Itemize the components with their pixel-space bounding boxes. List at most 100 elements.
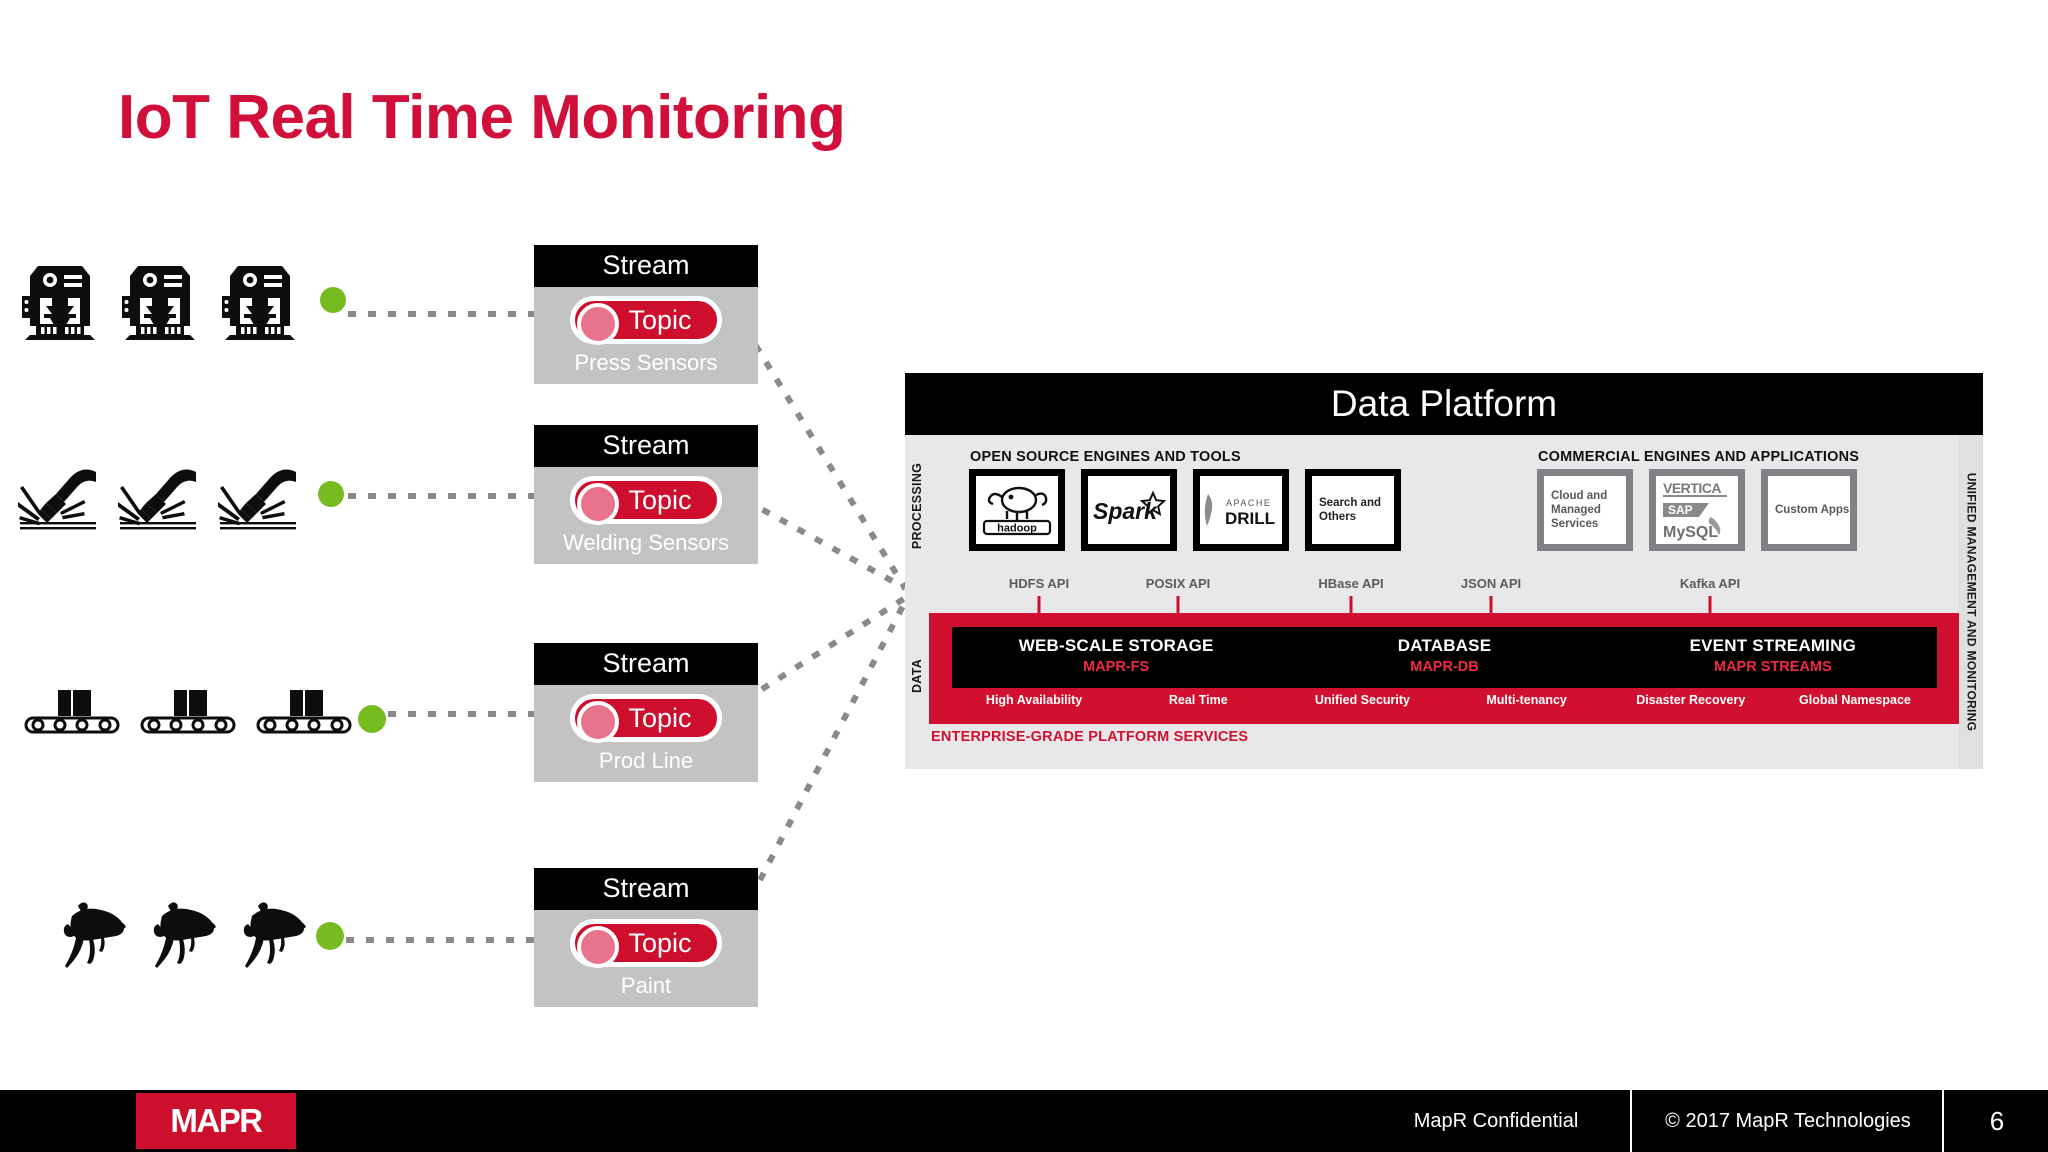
sensor-row-prodline [24, 688, 386, 738]
core-streaming-product: MAPR STREAMS [1714, 659, 1832, 675]
tile-custom-apps[interactable]: Custom Apps [1761, 469, 1857, 551]
tile-spark[interactable]: Spark [1081, 469, 1177, 551]
tile-cloud-managed-services-label: Cloud and Managed Services [1551, 490, 1608, 530]
api-label-kafka: Kafka API [1679, 576, 1741, 591]
api-label-hbase: HBase API [1318, 576, 1384, 591]
topic-cylinder[interactable]: Topic [570, 476, 722, 525]
connector-dot-welding [318, 481, 344, 507]
tile-hadoop[interactable]: hadoop [969, 469, 1065, 551]
core-storage-product: MAPR-FS [1083, 659, 1150, 675]
api-label-json: JSON API [1460, 576, 1522, 591]
topic-label: Topic [628, 702, 692, 733]
spray-gun-icon [243, 902, 306, 968]
welding-torch-icon [218, 469, 296, 530]
stream-box-prodline[interactable]: Stream Topic Prod Line [534, 643, 758, 782]
svg-text:Spark: Spark [1093, 498, 1158, 524]
mapr-logo-text: MAPR [170, 1102, 263, 1139]
connector-dot-paint [316, 922, 344, 950]
core-component-storage: WEB-SCALE STORAGE MAPR-FS [952, 627, 1280, 688]
platform-services-band: WEB-SCALE STORAGE MAPR-FS DATABASE MAPR-… [929, 613, 1959, 724]
svg-text:APACHE: APACHE [1226, 498, 1271, 508]
stream-header-label: Stream [534, 643, 758, 685]
api-tick-hbase [1349, 596, 1353, 613]
slide-footer: MAPR MapR Confidential © 2017 MapR Techn… [0, 1090, 2048, 1152]
conveyor-belt-icon [256, 690, 352, 734]
tile-search-and-others-label: Search and Others [1319, 497, 1381, 523]
stream-box-welding[interactable]: Stream Topic Welding Sensors [534, 425, 758, 564]
feature-high-availability: High Availability [985, 693, 1083, 707]
welding-torch-icon [118, 469, 196, 530]
press-machine-icon [222, 266, 295, 340]
stream-caption: Welding Sensors [563, 530, 729, 555]
rail-data-label: DATA [910, 658, 924, 694]
core-database-product: MAPR-DB [1410, 659, 1479, 675]
spark-logo: Spark [1093, 490, 1167, 524]
connector-stream2-to-platform [743, 497, 907, 591]
connector-dot-prodline [358, 705, 386, 733]
connector-dot-press [320, 287, 346, 313]
sensor-row-welding [18, 460, 344, 534]
data-platform-panel: Data Platform OPEN SOURCE ENGINES AND TO… [905, 373, 1983, 769]
welding-torch-icon [18, 469, 96, 530]
stream-body: Topic Welding Sensors [534, 467, 758, 564]
core-streaming-title: EVENT STREAMING [1689, 636, 1857, 655]
svg-text:MySQL: MySQL [1663, 524, 1718, 541]
rail-data: DATA [905, 583, 929, 769]
stream-box-paint[interactable]: Stream Topic Paint [534, 868, 758, 1007]
stream-body: Topic Paint [534, 910, 758, 1007]
platform-features-row: High Availability Real Time Unified Secu… [952, 693, 1937, 707]
feature-real-time: Real Time [1168, 693, 1228, 707]
topic-cylinder[interactable]: Topic [570, 694, 722, 743]
data-platform-title: Data Platform [905, 373, 1983, 435]
sensor-row-press [22, 252, 346, 340]
core-database-title: DATABASE [1397, 636, 1492, 655]
tile-cloud-managed-services[interactable]: Cloud and Managed Services [1537, 469, 1633, 551]
topic-label: Topic [628, 304, 692, 335]
stream-header-label: Stream [534, 425, 758, 467]
feature-disaster-recovery: Disaster Recovery [1636, 693, 1746, 707]
stream-body: Topic Press Sensors [534, 287, 758, 384]
stream-body: Topic Prod Line [534, 685, 758, 782]
tile-vertica-sap-mysql[interactable]: VERTICA SAP MySQL [1649, 469, 1745, 551]
rail-processing: PROCESSING [905, 435, 929, 576]
feature-global-namespace: Global Namespace [1799, 693, 1911, 707]
conveyor-belt-icon [24, 690, 120, 734]
topic-cylinder-cap [577, 701, 619, 743]
open-source-section-header: OPEN SOURCE ENGINES AND TOOLS [970, 449, 1241, 465]
rail-unified-label: UNIFIED MANAGEMENT AND MONITORING [1964, 472, 1978, 732]
vertica-sap-mysql-logos: VERTICA SAP MySQL [1663, 480, 1727, 541]
press-machine-icon [122, 266, 195, 340]
api-label-hdfs: HDFS API [1008, 576, 1070, 591]
topic-cylinder-cap [577, 303, 619, 345]
rail-processing-label: PROCESSING [910, 462, 925, 549]
core-storage-title: WEB-SCALE STORAGE [1018, 636, 1214, 655]
svg-text:DRILL: DRILL [1225, 509, 1275, 528]
enterprise-grade-platform-services-label: ENTERPRISE-GRADE PLATFORM SERVICES [931, 729, 1249, 745]
topic-cylinder[interactable]: Topic [570, 296, 722, 345]
topic-cylinder-cap [577, 483, 619, 525]
core-component-database: DATABASE MAPR-DB [1280, 627, 1608, 688]
feature-unified-security: Unified Security [1314, 693, 1411, 707]
footer-copyright: © 2017 MapR Technologies [1630, 1090, 1944, 1152]
stream-header-label: Stream [534, 245, 758, 287]
spray-gun-icon [153, 902, 216, 968]
spray-gun-icon [63, 902, 126, 968]
feature-multi-tenancy: Multi-tenancy [1486, 693, 1567, 707]
tile-apache-drill[interactable]: APACHE DRILL [1193, 469, 1289, 551]
stream-caption: Paint [620, 973, 672, 998]
topic-cylinder[interactable]: Topic [570, 919, 722, 968]
tile-search-and-others[interactable]: Search and Others [1305, 469, 1401, 551]
connector-stream3-to-platform [743, 595, 907, 703]
footer-page-number: 6 [1942, 1090, 2048, 1152]
stream-caption: Press Sensors [574, 350, 718, 375]
stream-caption: Prod Line [598, 748, 694, 773]
footer-confidential: MapR Confidential [1413, 1109, 1579, 1132]
stream-header-label: Stream [534, 868, 758, 910]
commercial-section-header: COMMERCIAL ENGINES AND APPLICATIONS [1538, 449, 1860, 465]
api-tick-kafka [1708, 596, 1712, 613]
api-label-posix: POSIX API [1145, 576, 1211, 591]
page-title: IoT Real Time Monitoring [118, 83, 846, 152]
stream-box-press[interactable]: Stream Topic Press Sensors [534, 245, 758, 384]
core-components-row: WEB-SCALE STORAGE MAPR-FS DATABASE MAPR-… [952, 627, 1937, 688]
